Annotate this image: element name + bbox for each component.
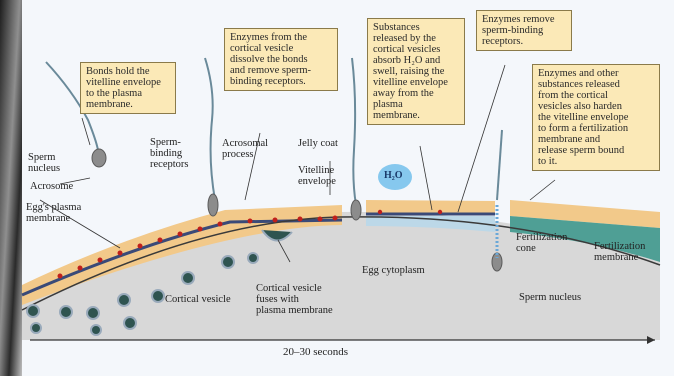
label-vitelline-envelope: Vitelline envelope — [298, 165, 336, 187]
label-h2o: H₂O — [384, 170, 403, 181]
callout-substances: Substances released by the cortical vesi… — [367, 18, 465, 125]
callout-enzymes-other: Enzymes and other substances released fr… — [532, 64, 660, 171]
photo-strip — [0, 0, 22, 376]
label-egg-cytoplasm: Egg cytoplasm — [362, 265, 425, 276]
label-cortical-fuses: Cortical vesicle fuses with plasma membr… — [256, 283, 333, 316]
callout-enzymes-remove: Enzymes remove sperm-binding receptors. — [476, 10, 572, 51]
label-eggs-plasma-membrane: Egg's plasma membrane — [26, 202, 81, 224]
label-cortical-vesicle: Cortical vesicle — [165, 294, 231, 305]
label-fertilization-cone: Fertilization cone — [516, 232, 567, 254]
label-acrosomal-process: Acrosomal process — [222, 138, 268, 160]
callout-bonds: Bonds hold the vitelline envelope to the… — [80, 62, 176, 114]
callout-enzymes-cortical: Enzymes from the cortical vesicle dissol… — [224, 28, 338, 91]
label-jelly-coat: Jelly coat — [298, 138, 338, 149]
timeline-label: 20–30 seconds — [283, 346, 348, 358]
label-fertilization-membrane: Fertilization membrane — [594, 241, 645, 263]
label-sperm-binding-receptors: Sperm- binding receptors — [150, 137, 188, 170]
label-sperm-nucleus-left: Sperm nucleus — [28, 152, 60, 174]
label-sperm-nucleus-right: Sperm nucleus — [519, 292, 581, 303]
label-acrosome: Acrosome — [30, 181, 73, 192]
